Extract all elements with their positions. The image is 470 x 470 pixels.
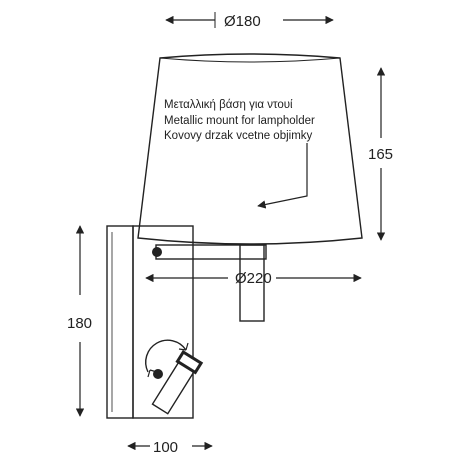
reading-light-joint — [145, 339, 187, 373]
wall-plate — [106, 225, 134, 419]
lampholder — [239, 244, 265, 322]
shade-arm — [155, 244, 267, 260]
main-body — [132, 225, 194, 419]
label-base-height: 180 — [67, 315, 92, 332]
lamp-shade-top-rim — [159, 57, 341, 63]
dim-bottom-diameter: Ø220 — [145, 270, 362, 287]
annotation-czech: Kovovy drzak vcetne objimky — [164, 130, 313, 142]
label-projection: 100 — [153, 439, 178, 456]
label-shade-height: 165 — [368, 146, 393, 163]
dim-base-height: 180 — [67, 225, 92, 417]
annotation-leader — [257, 143, 308, 209]
annotation-greek: Μεταλλική βάση για ντουί — [164, 99, 293, 111]
dim-top-diameter: Ø180 — [165, 12, 334, 30]
dim-shade-height: 165 — [368, 67, 393, 241]
lamp-shade — [137, 53, 363, 245]
label-top-diameter: Ø180 — [224, 13, 261, 30]
label-bottom-diameter: Ø220 — [235, 270, 272, 287]
dim-projection: 100 — [127, 439, 213, 456]
annotation-english: Metallic mount for lampholder — [164, 115, 315, 127]
annotation: Μεταλλική βάση για ντουί Metallic mount … — [164, 99, 315, 209]
reading-light — [151, 349, 204, 415]
